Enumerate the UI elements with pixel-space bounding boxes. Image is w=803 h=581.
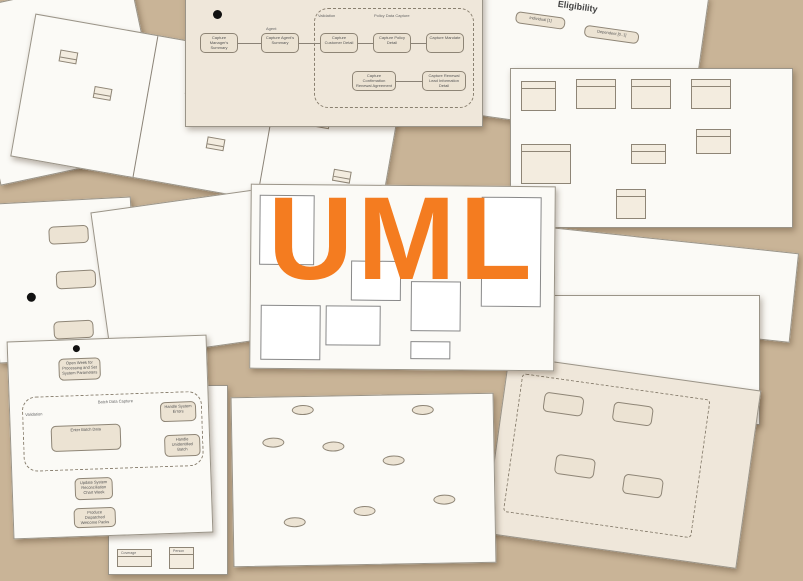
node	[382, 455, 405, 466]
class-list	[260, 304, 321, 361]
flow-line	[238, 43, 261, 44]
node	[433, 494, 456, 505]
person-label: Person	[173, 549, 185, 553]
package	[631, 144, 666, 164]
node	[58, 49, 79, 65]
node-open-week: Open Week for Processing and Set System …	[58, 357, 101, 381]
policy-data-capture-frame	[314, 8, 474, 108]
node	[322, 441, 345, 452]
node-mandate: Capture Mandate	[426, 33, 464, 53]
node-customer-detail: Capture Customer Detail	[320, 33, 358, 53]
policy-activity-diagram: Policy Data Capture Validation Agent Cap…	[185, 0, 483, 127]
dependent-node: Dependent [0..1]	[583, 24, 640, 45]
concept-map-sheet	[230, 392, 497, 568]
node-agents-summary: Capture Agent's Summary	[261, 33, 299, 53]
frame	[502, 373, 711, 539]
agent-label: Agent	[266, 26, 277, 31]
policy-frame-label: Policy Data Capture	[374, 13, 410, 18]
node-confirmation: Capture Confirmation Renewal Agreement	[352, 71, 396, 91]
node	[205, 136, 226, 152]
node	[411, 404, 434, 416]
individual-node: Individual [1]	[514, 11, 566, 30]
node	[291, 404, 314, 416]
package	[616, 189, 646, 219]
package	[576, 79, 616, 109]
node-produce-packs: Produce Dispatched Welcome Packs	[73, 506, 117, 529]
package	[521, 81, 556, 111]
flow-line	[299, 43, 320, 44]
batch-activity-diagram: Batch Data Capture Validation Open Week …	[6, 334, 214, 540]
eligibility-title: Eligibility	[557, 0, 599, 15]
node	[48, 224, 90, 245]
initial-node	[72, 344, 81, 353]
node	[53, 319, 95, 340]
package-diagram-sheet	[510, 68, 793, 228]
node	[55, 269, 97, 290]
node-update-system: Update System Reconciliation Chart Week	[74, 476, 114, 501]
class-list	[325, 305, 381, 346]
node	[283, 517, 306, 528]
node-policy-detail: Capture Policy Detail	[373, 33, 411, 53]
package	[631, 79, 671, 109]
package	[521, 144, 571, 184]
coverage-class: Coverage	[117, 549, 152, 567]
node-unidentified-batch: Handle Unidentified Batch	[163, 433, 201, 458]
node-managers-summary: Capture Manager's Summary	[200, 33, 238, 53]
divider	[132, 36, 159, 180]
node-enter-batch: Enter Batch Data	[50, 423, 122, 453]
person-class: Person	[169, 547, 194, 569]
validation-label: Validation	[25, 411, 43, 417]
initial-node	[213, 10, 222, 19]
coverage-label: Coverage	[121, 551, 137, 555]
node-renewal-lead: Capture Renewal Lead Information Detail	[422, 71, 466, 91]
validation-label: Validation	[318, 13, 336, 18]
uml-title: UML	[268, 173, 536, 305]
package	[696, 129, 731, 154]
initial-node	[26, 292, 37, 303]
flow-line	[396, 81, 422, 82]
package	[691, 79, 731, 109]
flow-line	[358, 43, 373, 44]
class-list	[410, 341, 451, 360]
node-handle-errors: Handle System Errors	[159, 400, 197, 423]
node	[262, 437, 285, 448]
state-diagram-sheet	[483, 355, 762, 569]
node	[92, 85, 113, 101]
flow-line	[411, 43, 426, 44]
node	[353, 505, 376, 517]
